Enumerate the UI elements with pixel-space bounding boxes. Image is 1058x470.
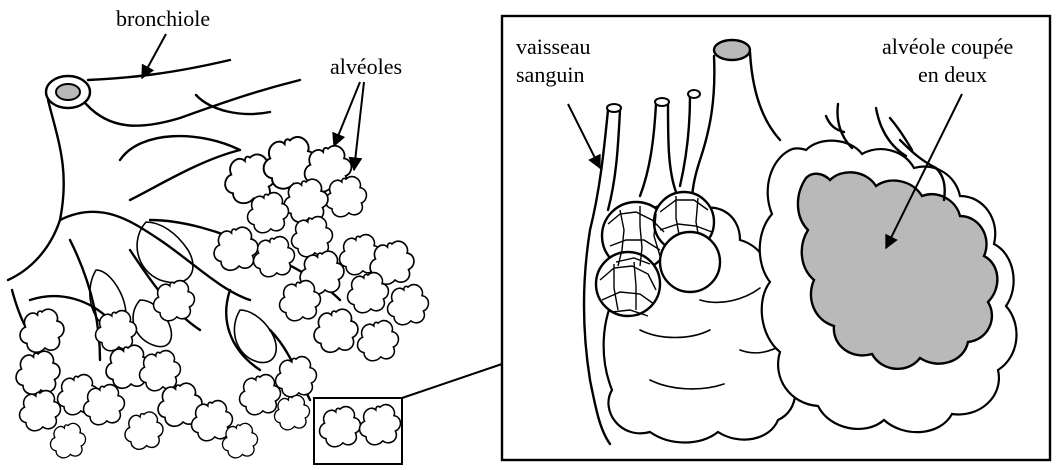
- label-bronchiole: bronchiole: [116, 6, 210, 31]
- label-cut-line1: alvéole coupée: [882, 34, 1013, 59]
- duct-opening: [714, 40, 750, 60]
- zoom-connector: [402, 364, 502, 398]
- label-alveoles: alvéoles: [330, 54, 402, 79]
- label-vessel-line2: sanguin: [516, 62, 584, 87]
- bronchiole-tree: [8, 60, 340, 400]
- arrow-bronchiole: [142, 34, 166, 78]
- label-cut-line2: en deux: [918, 62, 987, 87]
- alveoli-clusters: [16, 137, 428, 458]
- arrow-alveoles-1: [334, 82, 360, 146]
- label-vessel-line1: vaisseau: [516, 34, 591, 59]
